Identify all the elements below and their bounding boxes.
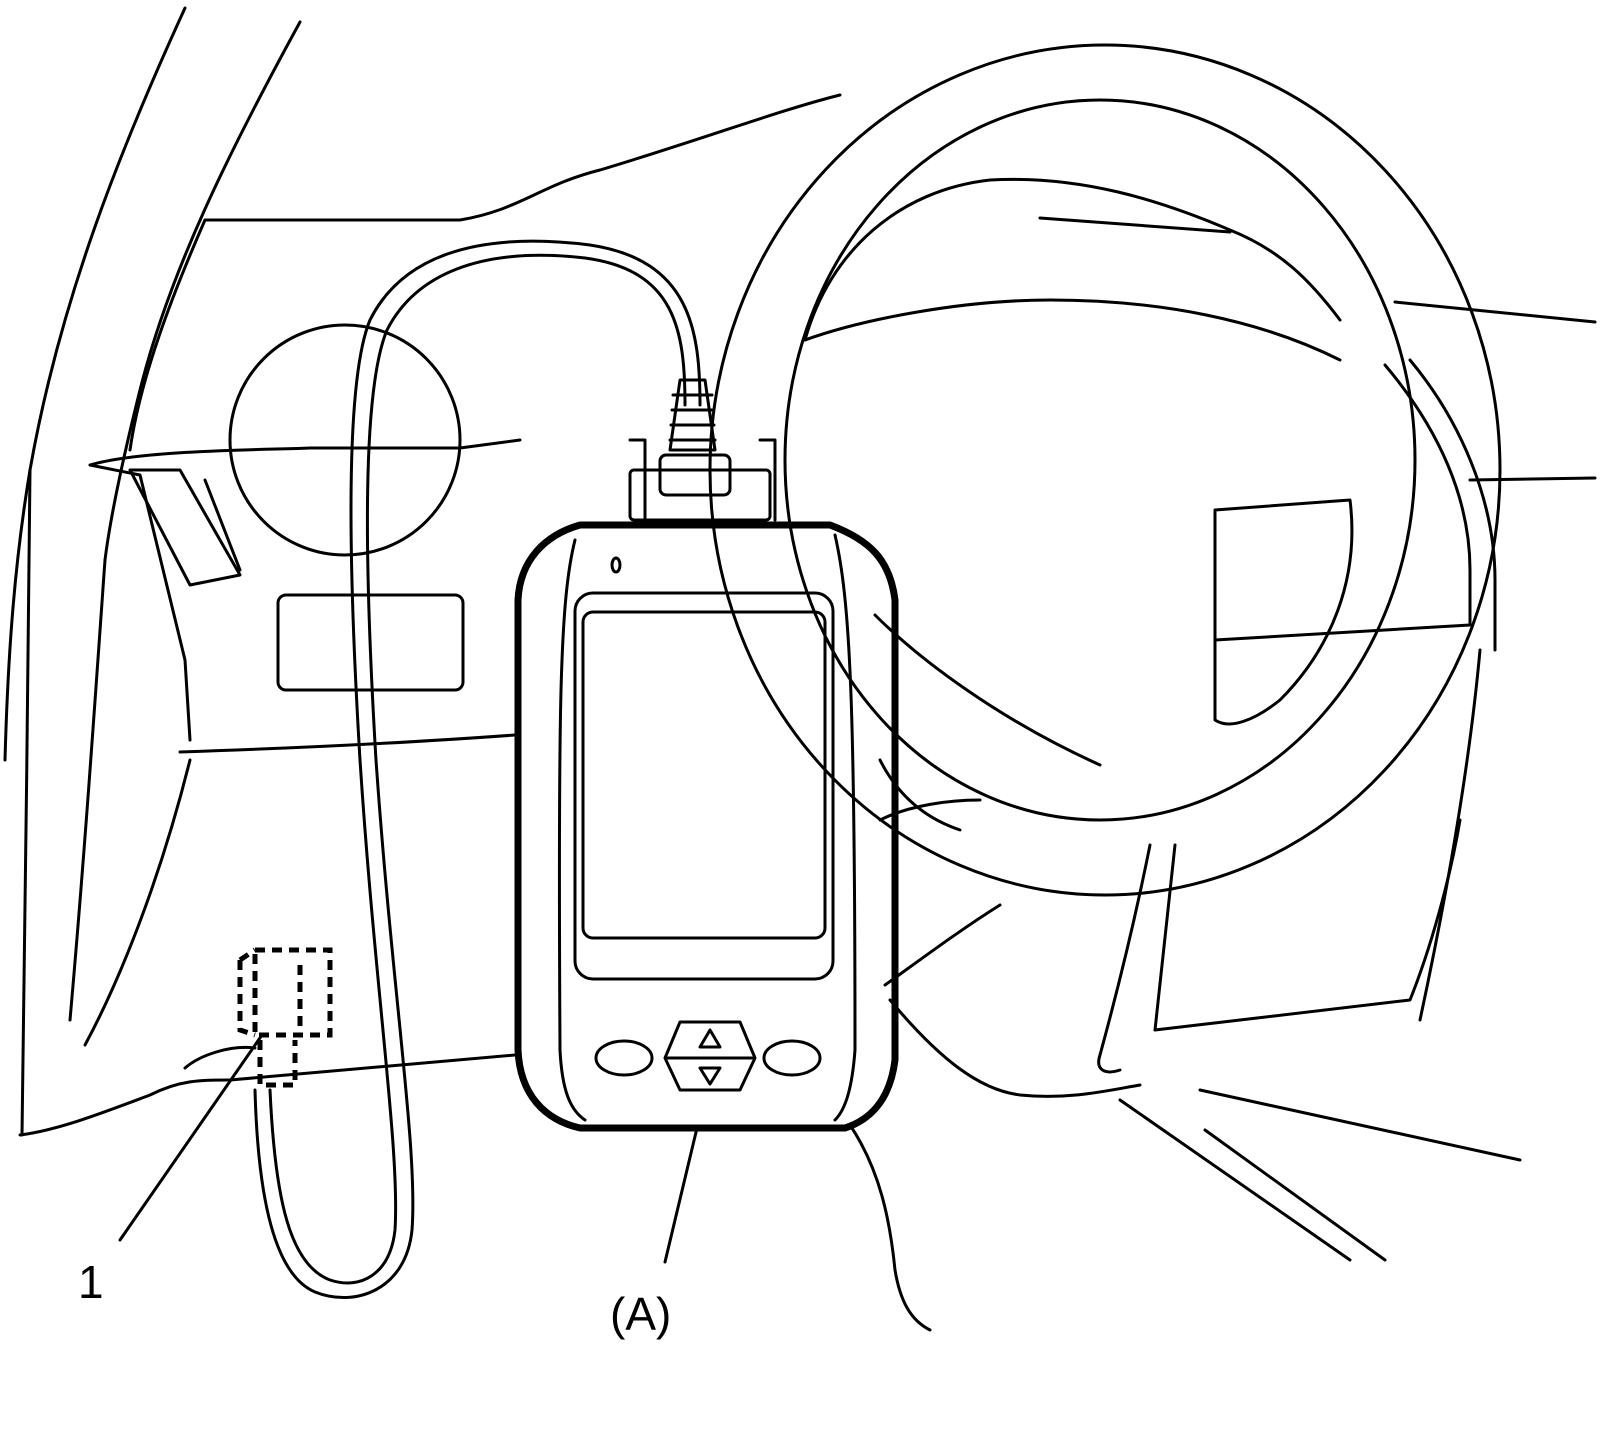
- a-pillar: [3, 6, 302, 1137]
- steering-wheel: [708, 43, 1502, 897]
- data-link-connector: [237, 947, 333, 1088]
- dashboard-outline: [88, 93, 1597, 482]
- dlc-plug: [628, 378, 777, 522]
- down-arrow-icon: [698, 1066, 722, 1086]
- left-softkey[interactable]: [594, 1039, 654, 1077]
- steering-column: [848, 758, 1142, 1332]
- scroll-key[interactable]: [663, 1020, 757, 1092]
- leader-lines: [118, 1033, 699, 1264]
- up-arrow-icon: [698, 1028, 722, 1049]
- lower-dash-panel: [18, 1045, 517, 1137]
- scan-tool-screen: [581, 610, 827, 940]
- callout-connector-label: 1: [78, 1256, 104, 1308]
- instrument-panel-left: [83, 323, 517, 1047]
- callout-scan-tool-label: (A): [610, 1288, 671, 1340]
- center-console: [1097, 648, 1522, 1262]
- scan-tool-body: [514, 521, 899, 1132]
- right-softkey[interactable]: [762, 1039, 822, 1077]
- diagnostic-cable: [253, 239, 702, 1300]
